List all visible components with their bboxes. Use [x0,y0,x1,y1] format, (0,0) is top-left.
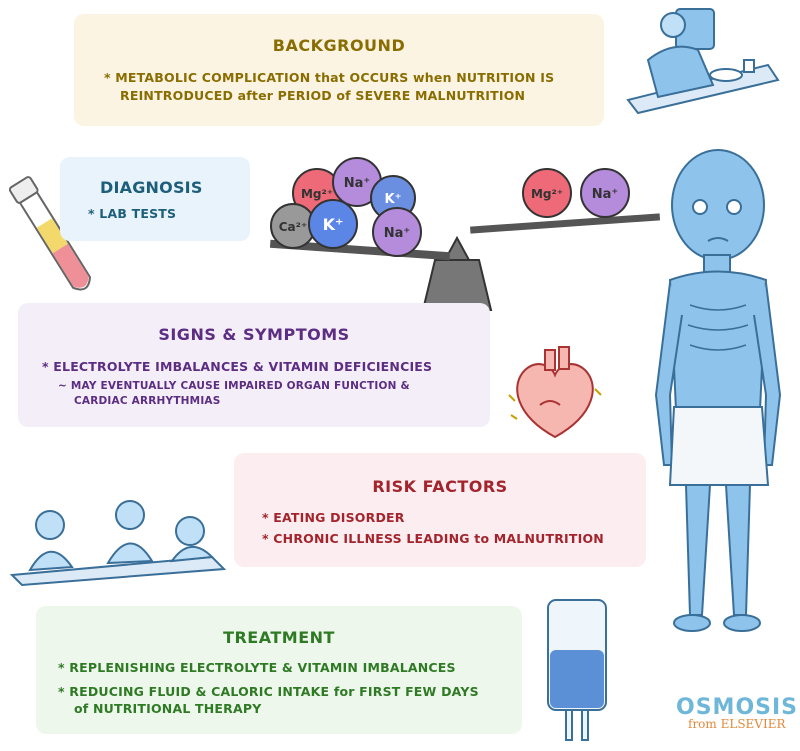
background-line-2: REINTRODUCED after PERIOD of SEVERE MALN… [120,88,526,103]
background-card: BACKGROUND * METABOLIC COMPLICATION that… [74,14,604,126]
heart-icon [508,346,602,439]
test-tube-icon [8,176,91,291]
signs-item-1: * ELECTROLYTE IMBALANCES & VITAMIN DEFIC… [42,359,433,374]
treatment-item-1: * REPLENISHING ELECTROLYTE & VITAMIN IMB… [58,660,456,675]
risk-factors-card: RISK FACTORS * EATING DISORDER * CHRONIC… [234,453,646,567]
treatment-item-2: * REDUCING FLUID & CALORIC INTAKE for FI… [58,684,479,699]
diagnosis-item-1: * LAB TESTS [88,206,177,221]
background-title: BACKGROUND [272,36,406,55]
signs-symptoms-title: SIGNS & SYMPTOMS [158,325,350,344]
electrolyte-balance-scale: Mg²⁺ Na⁺ K⁺ Ca²⁺ K⁺ Na⁺ Mg²⁺ Na⁺ [269,157,661,311]
patient-eating-illustration [626,8,780,115]
treatment-card: TREATMENT * REPLENISHING ELECTROLYTE & V… [36,606,522,734]
signs-sub-2: CARDIAC ARRHYTHMIAS [74,395,221,407]
risk-item-2: * CHRONIC ILLNESS LEADING to MALNUTRITIO… [262,531,604,546]
ion-label: Na⁺ [384,226,411,241]
ion-label: Mg²⁺ [531,187,563,201]
iv-bag-icon [547,599,607,741]
osmosis-logo: OSMOSIS from ELSEVIER [676,695,799,731]
treatment-title: TREATMENT [223,628,335,647]
ion-label: Mg²⁺ [301,187,333,201]
ion-label: K⁺ [385,192,402,207]
risk-item-1: * EATING DISORDER [262,510,405,525]
diagnosis-card: DIAGNOSIS * LAB TESTS [60,157,250,241]
people-eating-illustration [9,500,227,587]
diagnosis-title: DIAGNOSIS [100,178,203,197]
ion-label: Na⁺ [592,187,619,202]
osmosis-logo-name: OSMOSIS [676,695,799,720]
ion-label: Na⁺ [344,176,371,191]
osmosis-logo-sub: from ELSEVIER [688,717,786,731]
background-line-1: * METABOLIC COMPLICATION that OCCURS whe… [104,70,555,85]
signs-sub-1: ~ MAY EVENTUALLY CAUSE IMPAIRED ORGAN FU… [58,380,410,392]
treatment-item-3: of NUTRITIONAL THERAPY [74,701,262,716]
risk-factors-title: RISK FACTORS [372,477,508,496]
malnourished-child-illustration [654,149,782,632]
ion-label: Ca²⁺ [279,220,308,234]
ion-label: K⁺ [323,215,344,234]
signs-symptoms-card: SIGNS & SYMPTOMS * ELECTROLYTE IMBALANCE… [18,303,490,427]
